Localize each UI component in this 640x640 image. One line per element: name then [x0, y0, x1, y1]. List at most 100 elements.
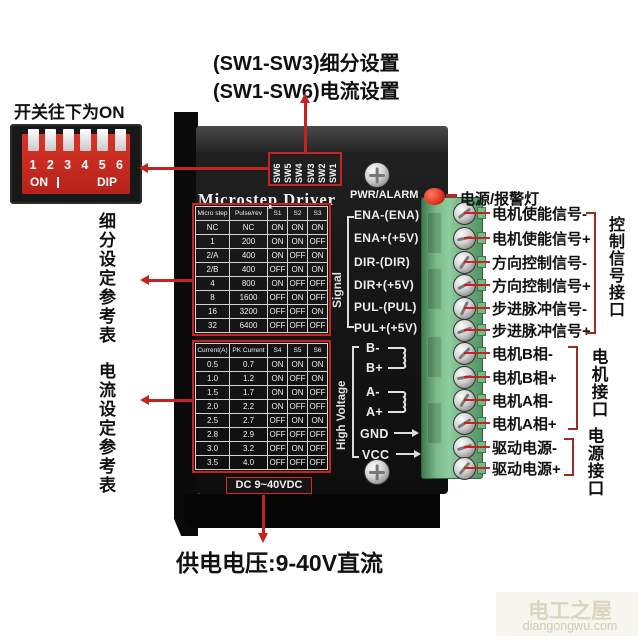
supply-arrow-line — [262, 495, 265, 533]
microstep-table-cell: 4 — [196, 277, 230, 291]
current-table-cell: 0.7 — [230, 358, 268, 372]
current-table-header: PK Current — [230, 344, 268, 358]
signal-bracket — [347, 216, 349, 328]
terminal-label-5: 步进脉冲信号- — [492, 301, 587, 318]
power-alarm-led — [424, 188, 445, 205]
current-table-cell: OFF — [288, 428, 308, 442]
terminal-dash-12 — [464, 466, 490, 469]
microstep-table-header: S2 — [288, 207, 308, 221]
microstep-table-cell: ON — [288, 263, 308, 277]
coil-symbol-phase-b — [388, 347, 407, 369]
terminal-label-6: 步进脉冲信号+ — [492, 323, 591, 340]
terminal-dash-7 — [464, 351, 490, 354]
hv-bracket — [352, 346, 354, 458]
line-sw-to-dip — [147, 167, 268, 170]
terminal-label-11: 驱动电源- — [492, 440, 557, 457]
dip-number-2: 2 — [46, 158, 54, 172]
group-bracket-tick-bottom — [568, 428, 576, 430]
current-table-cell: 3.2 — [230, 442, 268, 456]
group-bracket-tick-bottom — [564, 474, 572, 476]
microstep-table-cell: ON — [268, 221, 288, 235]
line-to-microstep-ref — [148, 279, 194, 282]
supply-voltage-label: 供电电压:9-40V直流 — [176, 550, 384, 576]
group-label-3: 电源接口 — [585, 427, 603, 497]
dip-knob-3 — [62, 129, 74, 151]
terminal-dash-2 — [464, 236, 490, 239]
arrow-head-microstep-ref — [140, 275, 149, 285]
hv-bracket-tick-bottom — [354, 456, 359, 458]
terminal-label-4: 方向控制信号+ — [492, 278, 591, 295]
current-table-cell: 3.0 — [196, 442, 230, 456]
terminal-dash-3 — [464, 260, 490, 263]
microstep-table-cell: ON — [308, 249, 328, 263]
current-table-cell: 2.0 — [196, 400, 230, 414]
sw-label-sw6: SW6 — [272, 163, 282, 183]
microstep-table-cell: ON — [268, 235, 288, 249]
group-label-1: 控制信号接口 — [606, 216, 623, 318]
current-table-cell: ON — [308, 358, 328, 372]
supply-arrow-head — [258, 533, 268, 543]
microstep-table-cell: ON — [308, 305, 328, 319]
current-table-cell: ON — [268, 400, 288, 414]
microstep-table-cell: OFF — [268, 263, 288, 277]
microstep-table-cell: ON — [288, 235, 308, 249]
terminal-block-slot — [427, 268, 442, 310]
dip-knob-5 — [97, 129, 109, 151]
microstep-table-cell: ON — [288, 221, 308, 235]
terminal-dash-4 — [464, 283, 490, 286]
group-bracket-tick-top — [564, 438, 572, 440]
hv-group-label: High Voltage — [336, 380, 348, 450]
current-table-cell: OFF — [308, 386, 328, 400]
microstep-table-cell: 16 — [196, 305, 230, 319]
arrow-head-current-ref — [140, 395, 149, 405]
hv-bracket-tick-top — [354, 346, 359, 348]
sw-label-sw2: SW2 — [316, 163, 327, 183]
current-table-cell: OFF — [268, 442, 288, 456]
vcc-arrow-head — [414, 450, 421, 458]
terminal-dash-8 — [464, 375, 490, 378]
bottom-mounting-screw — [364, 459, 390, 485]
microstep-table-cell: OFF — [308, 291, 328, 305]
dip-on-mark — [57, 177, 59, 188]
current-table-cell: ON — [288, 442, 308, 456]
microstep-table-cell: OFF — [308, 277, 328, 291]
current-table-header: Current(A) — [196, 344, 230, 358]
current-table-cell: 4.0 — [230, 456, 268, 470]
dip-knob-6 — [114, 129, 126, 151]
microstep-table-cell: NC — [196, 221, 230, 235]
current-table-cell: OFF — [268, 414, 288, 428]
current-ref-label: 电流设定参考表 — [96, 362, 115, 495]
terminal-label-8: 电机B相+ — [492, 370, 557, 387]
group-label-2: 电机接口 — [589, 348, 607, 418]
dip-dip-label: DIP — [97, 175, 118, 189]
dip-number-4: 4 — [81, 158, 89, 172]
terminal-dash-10 — [464, 421, 490, 424]
pin-label-b-: B- — [366, 341, 380, 355]
microstep-table-cell: ON — [268, 249, 288, 263]
sw-label-sw5: SW5 — [283, 163, 294, 183]
terminal-dash-1 — [464, 211, 490, 214]
pin-label-b+: B+ — [366, 361, 383, 375]
microstep-table-cell: 400 — [230, 249, 268, 263]
microstep-table-cell: OFF — [268, 291, 288, 305]
signal-group-label: Signal — [330, 271, 344, 308]
driver-top-face — [196, 126, 448, 152]
microstep-table-cell: ON — [288, 291, 308, 305]
current-table-cell: 3.5 — [196, 456, 230, 470]
microstep-table-cell: 32 — [196, 319, 230, 333]
watermark-url: diangongwu.com — [522, 619, 618, 633]
terminal-label-1: 电机使能信号- — [492, 206, 587, 223]
terminal-label-2: 电机使能信号+ — [492, 231, 591, 248]
current-table-cell: OFF — [308, 400, 328, 414]
current-table-cell: ON — [268, 372, 288, 386]
terminal-dash-11 — [464, 445, 490, 448]
dip-on-label: ON — [30, 175, 48, 189]
group-bracket-2 — [576, 346, 578, 430]
watermark-box — [496, 592, 638, 636]
group-bracket-tick-top — [568, 346, 576, 348]
current-table-cell: OFF — [268, 456, 288, 470]
microstep-table-header: S1 — [268, 207, 288, 221]
gnd-arrow-head — [412, 429, 419, 437]
pin-label-pul-pul: PUL-(PUL) — [354, 300, 417, 314]
